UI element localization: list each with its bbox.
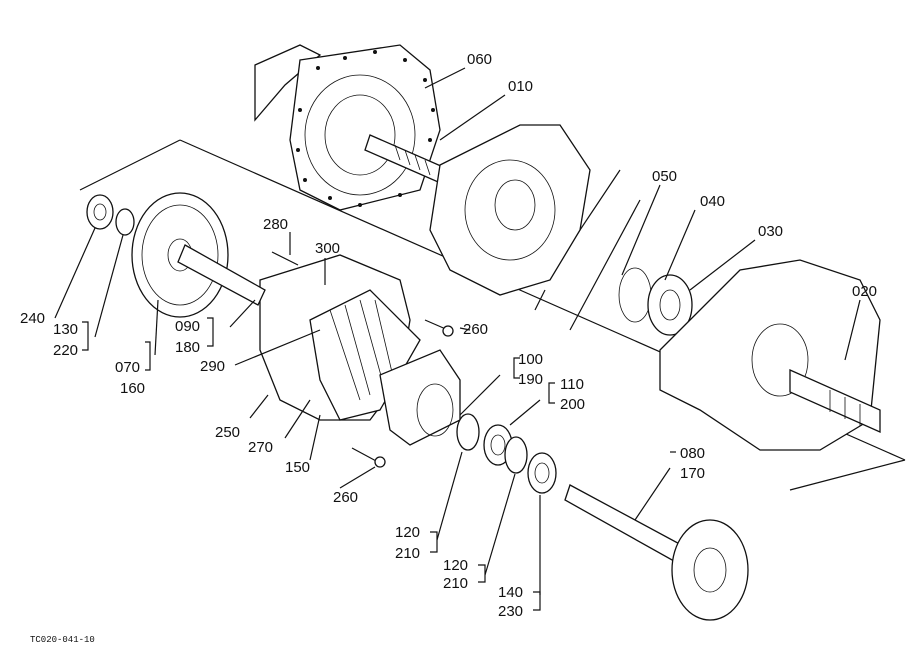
label-130: 130 [53,321,78,338]
bolt-parts [271,251,454,468]
label-110: 110 [560,376,584,393]
label-160: 160 [120,380,145,397]
label-050: 050 [652,168,677,185]
label-180: 180 [175,339,200,356]
label-100: 100 [518,351,543,368]
label-120-a: 120 [395,524,420,541]
label-210-b: 210 [443,575,468,592]
label-020: 020 [852,283,877,300]
leader-lines [54,67,861,611]
label-080: 080 [680,445,705,462]
transmission-cover-part [429,124,591,296]
label-240: 240 [20,310,45,327]
label-040: 040 [700,193,725,210]
label-090: 090 [175,318,200,335]
spur-gear-part [131,192,266,318]
label-270: 270 [248,439,273,456]
label-280: 280 [263,216,288,233]
part-labels: 060 010 050 040 030 020 280 300 240 130 … [20,51,877,620]
gear-bearing-part [86,194,135,236]
rear-axle-housing-part [259,254,461,446]
label-210-a: 210 [395,545,420,562]
label-290: 290 [200,358,225,375]
label-140: 140 [498,584,523,601]
rear-axle-shaft-part [564,484,749,621]
label-260-lower: 260 [333,489,358,506]
label-170: 170 [680,465,705,482]
label-150: 150 [285,459,310,476]
label-220: 220 [53,342,78,359]
axle-bearings-part [456,413,557,494]
label-030: 030 [758,223,783,240]
label-200: 200 [560,396,585,413]
label-010: 010 [508,78,533,95]
label-070: 070 [115,359,140,376]
label-250: 250 [215,424,240,441]
label-190: 190 [518,371,543,388]
clutch-housing-part [254,44,441,211]
label-230: 230 [498,603,523,620]
label-060: 060 [467,51,492,68]
label-260-upper: 260 [463,321,488,338]
transmission-case-part [659,259,881,451]
snap-ring-part [618,267,652,323]
figure-code: TC020-041-10 [30,635,95,645]
bearing-part [647,274,693,336]
label-300: 300 [315,240,340,257]
label-120-b: 120 [443,557,468,574]
